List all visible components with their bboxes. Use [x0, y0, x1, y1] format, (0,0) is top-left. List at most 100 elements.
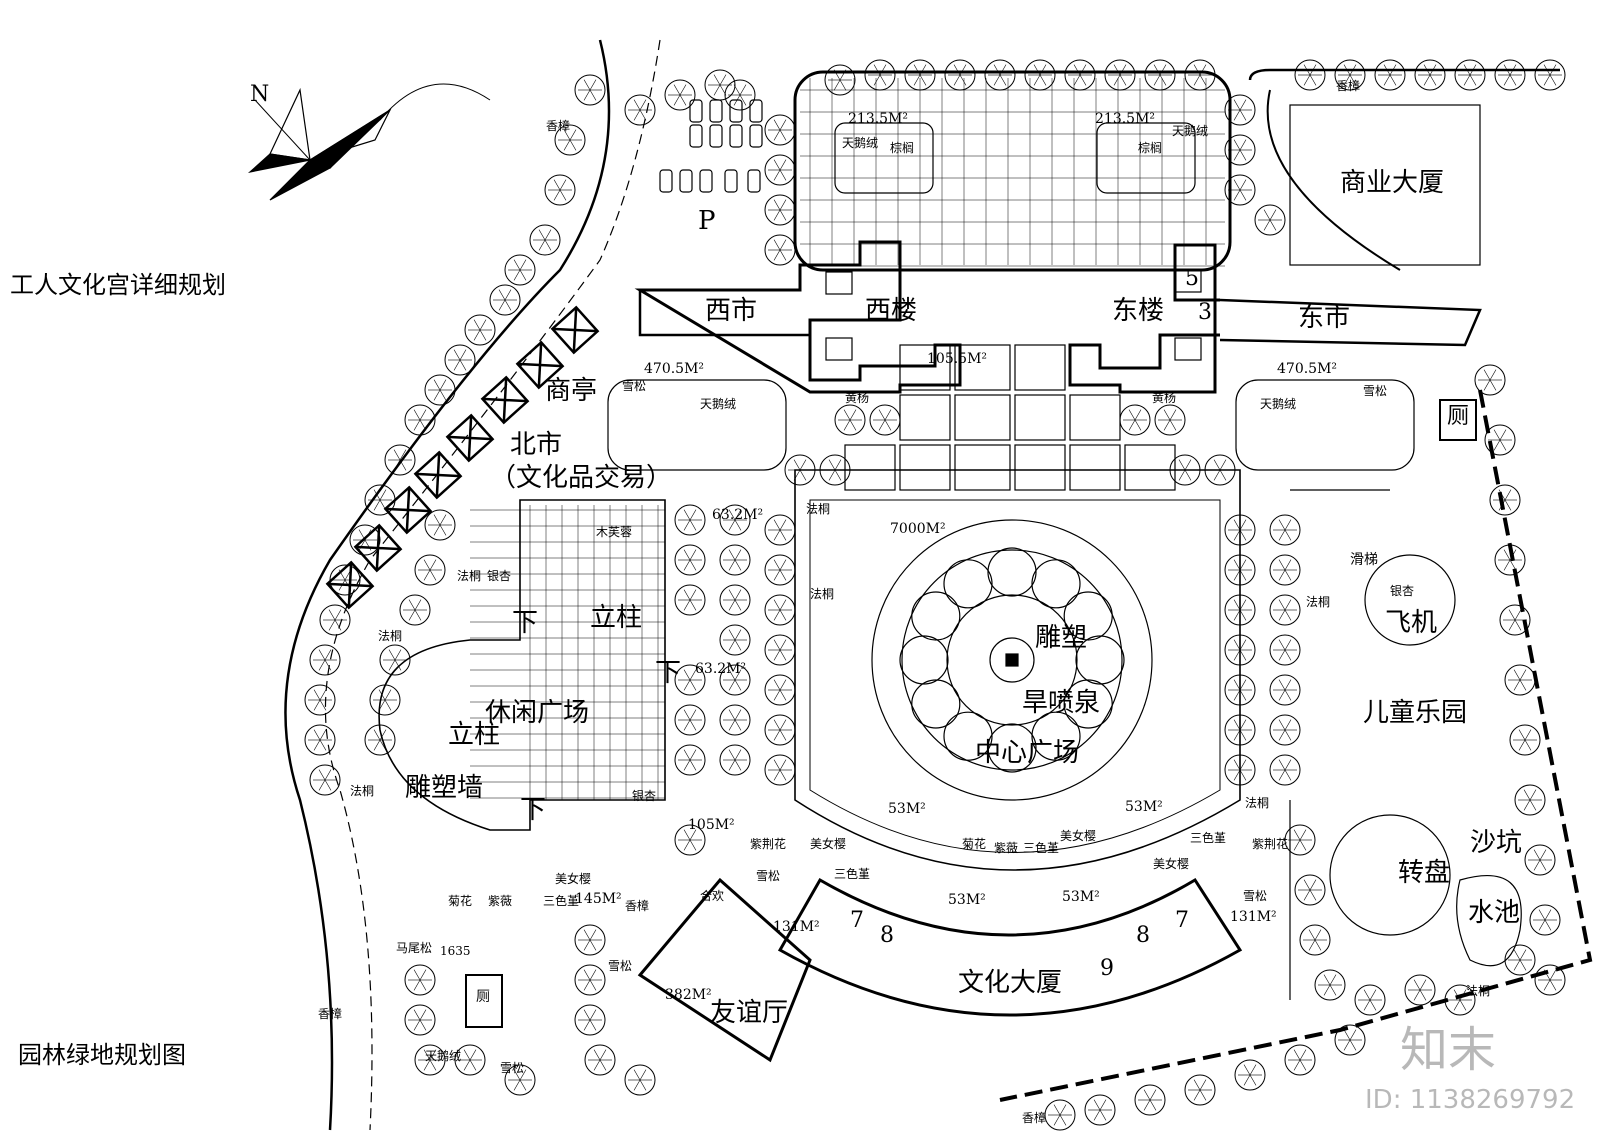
- area-court: 105.5M²: [927, 351, 988, 367]
- dry-fountain-label: 旱喷泉: [1022, 688, 1101, 718]
- plant-verbena-a: 美女樱: [555, 872, 592, 886]
- sculpture-wall-label: 雕塑墙: [405, 773, 484, 803]
- road-centerline: [324, 39, 661, 1131]
- east-tower-core-b: [1174, 337, 1202, 361]
- plant-cedar-b: 雪松: [1363, 384, 1388, 398]
- toilet-south: [465, 974, 503, 1028]
- down-label-a: 下: [512, 608, 539, 638]
- pool-label: 水池: [1468, 898, 1521, 928]
- area-left-strip: 145M²: [575, 891, 622, 907]
- plaza-ring-outer: [871, 519, 1153, 801]
- kids-park-label: 儿童乐园: [1363, 698, 1468, 728]
- plant-chrysanthemum-b: 菊花: [962, 837, 987, 851]
- west-tower-core-a: [825, 271, 853, 295]
- airplane-zone: [1364, 554, 1456, 646]
- area-round-bed: 105M²: [688, 817, 735, 833]
- north-paving-grid: [844, 344, 1176, 491]
- north-plaza: [793, 70, 1232, 272]
- north-bed-left: [834, 122, 934, 194]
- plant-cedar-e: 雪松: [608, 959, 633, 973]
- sandpit-label: 沙坑: [1470, 828, 1523, 858]
- plant-velvet-e: 天鹅绒: [425, 1049, 462, 1063]
- plant-redbud-a: 紫荆花: [750, 837, 787, 851]
- column-label-a: 立柱: [590, 603, 643, 633]
- plant-boxwood-a: 黄杨: [845, 391, 870, 405]
- plant-plane-e: 法桐: [810, 587, 835, 601]
- plant-ginkgo-b: 银杏: [632, 789, 657, 803]
- central-plaza-frame: [794, 469, 1241, 871]
- shop-pavilions: [325, 305, 600, 610]
- down-label-b: 下: [655, 658, 682, 688]
- plant-plane-f: 法桐: [1306, 595, 1331, 609]
- tree-symbols: [304, 59, 1566, 1131]
- area-bed-left: 470.5M²: [644, 361, 705, 377]
- plaza-ring-mid: [901, 549, 1123, 771]
- fountain-petals: [899, 547, 1125, 773]
- road-edge-a: [284, 39, 611, 1131]
- plant-ginkgo-a: 银杏: [487, 569, 512, 583]
- plant-palm-b: 棕榈: [1138, 141, 1163, 155]
- site-linework: [247, 39, 1593, 1131]
- watermark-id: ID: 1138269792: [1365, 1085, 1576, 1115]
- plant-hibiscus: 木芙蓉: [596, 525, 633, 539]
- area-tri-right: 131M²: [1230, 909, 1277, 925]
- north-bed-right: [1096, 122, 1196, 194]
- commercial-label: 商业大厦: [1340, 168, 1445, 198]
- area-north-right: 213.5M²: [1095, 111, 1156, 127]
- column-label-b: 立柱: [448, 720, 501, 750]
- area-friendship: 382M²: [665, 987, 712, 1003]
- west-market-label: 西市: [705, 296, 758, 326]
- toilet-east: [1439, 399, 1477, 441]
- plant-plane-b: 法桐: [378, 629, 403, 643]
- plant-palm-a: 棕榈: [890, 141, 915, 155]
- number-8b: 8: [1136, 923, 1150, 948]
- bed-470-right: [1235, 379, 1415, 471]
- plant-velvet-d: 天鹅绒: [1260, 397, 1297, 411]
- leisure-plaza-grid: [470, 505, 665, 800]
- number-7b: 7: [1175, 908, 1189, 933]
- carousel-label: 转盘: [1398, 858, 1451, 888]
- plant-plane-h: 法桐: [1466, 984, 1491, 998]
- road-diagonal-ne: [1266, 89, 1401, 271]
- plant-pansy-c: 三色堇: [1023, 841, 1060, 855]
- carousel-zone: [1329, 814, 1451, 936]
- east-market-outline: [1219, 298, 1482, 347]
- pool-zone: [1456, 875, 1522, 967]
- area-53-d: 53M²: [1125, 799, 1163, 815]
- sculpture-ring: [989, 637, 1035, 683]
- plant-verbena-d: 美女樱: [1153, 857, 1190, 871]
- parking-label: P: [698, 206, 716, 236]
- number-9: 9: [1100, 956, 1114, 981]
- north-market-sub: （文化品交易）: [490, 463, 673, 493]
- plant-ginkgo-c: 银杏: [1390, 584, 1415, 598]
- area-bed-right: 470.5M²: [1277, 361, 1338, 377]
- plant-camphor-a: 香樟: [546, 119, 571, 133]
- west-tower-label: 西楼: [865, 296, 918, 326]
- plant-chrysanthemum-a: 菊花: [448, 894, 473, 908]
- area-53-b: 53M²: [948, 892, 986, 908]
- slide-label: 滑梯: [1350, 552, 1378, 568]
- culture-hall-label: 文化大厦: [958, 968, 1063, 998]
- path-curve-nw: [379, 83, 491, 121]
- shop-pavilion-label: 商亭: [545, 376, 598, 406]
- east-tower-outline: [1068, 243, 1220, 394]
- plant-crape-a: 紫薇: [488, 894, 513, 908]
- east-tower-label: 东楼: [1112, 296, 1165, 326]
- plant-velvet-a: 天鹅绒: [842, 136, 879, 150]
- number-3: 3: [1198, 300, 1212, 325]
- watermark-brand: 知末: [1400, 1022, 1497, 1078]
- plant-camphor-c: 香樟: [625, 899, 650, 913]
- sculpture-center: [1005, 653, 1019, 667]
- area-53-c: 53M²: [1062, 889, 1100, 905]
- drawing-title: 工人文化宫详细规划: [10, 271, 226, 299]
- property-boundary: [999, 389, 1593, 1102]
- east-tower-core-a: [1174, 269, 1202, 293]
- central-plaza-inner: [809, 499, 1221, 853]
- compass-north-label: N: [250, 82, 270, 107]
- sculpture-label: 雕塑: [1035, 623, 1088, 653]
- plant-plane-g: 法桐: [1245, 796, 1270, 810]
- friendship-hall-label: 友谊厅: [710, 998, 789, 1028]
- plant-verbena-c: 美女樱: [1060, 829, 1097, 843]
- number-5: 5: [1185, 266, 1199, 291]
- plant-albizia: 合欢: [700, 889, 725, 903]
